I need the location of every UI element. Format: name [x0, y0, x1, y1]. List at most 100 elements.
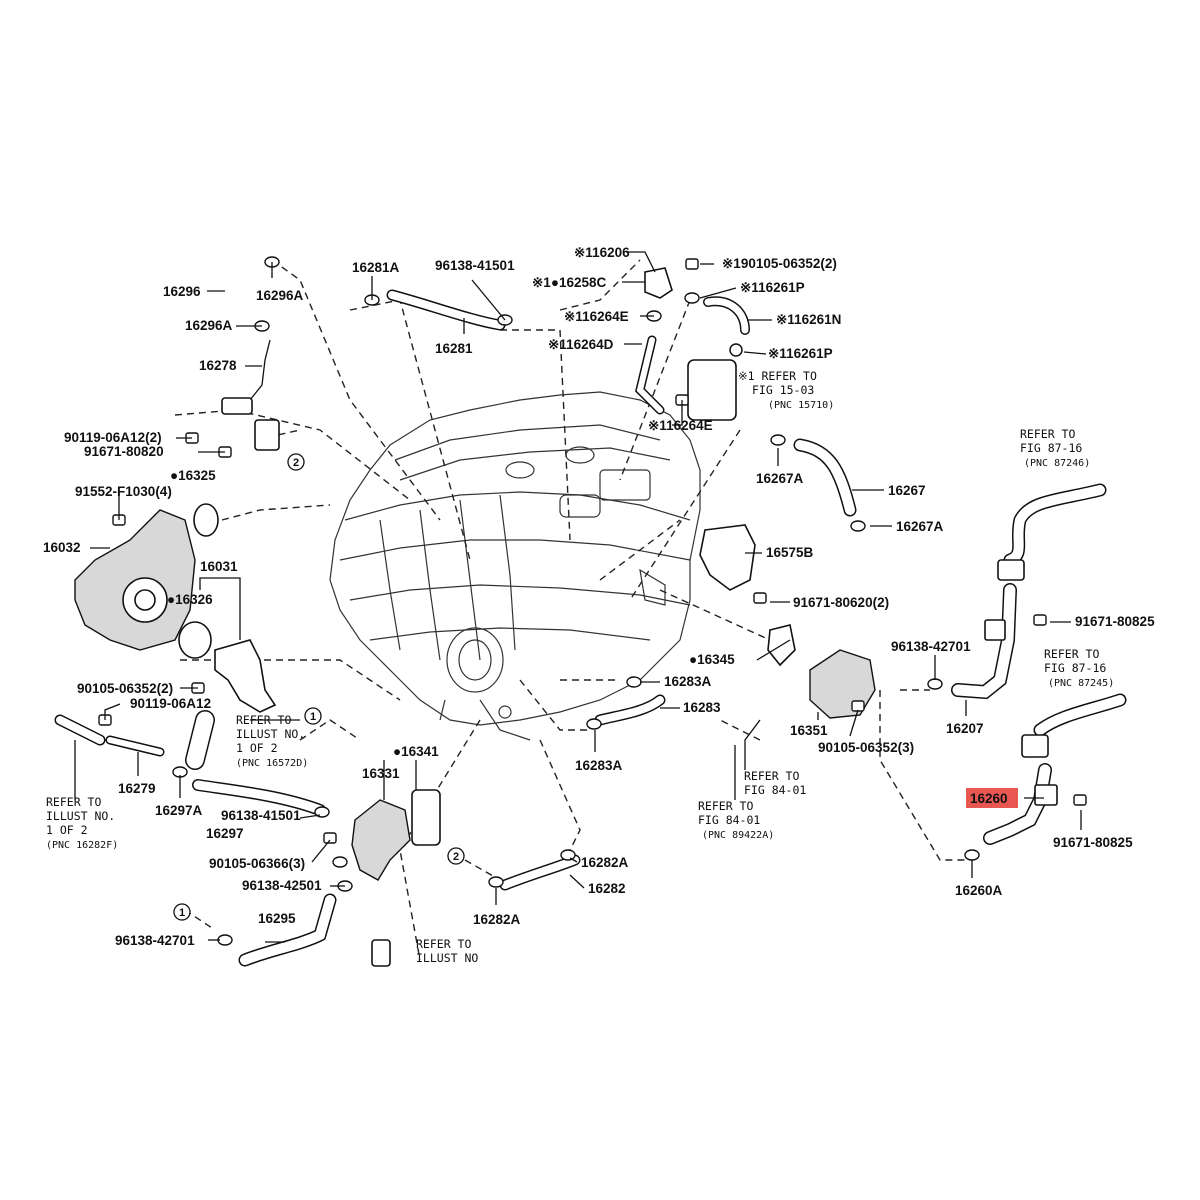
part-label-16267A-a: 16267A [756, 471, 804, 486]
part-label-16264D: ※116264D [548, 337, 614, 352]
part-label-190105-06352: ※190105-06352(2) [722, 256, 837, 271]
part-label-16206: ※116206 [574, 245, 630, 260]
part-label-91671-80820: 91671-80820 [84, 444, 164, 459]
part-label-16278: 16278 [199, 358, 237, 373]
fastener-19 [770, 434, 786, 446]
fastener-21 [753, 592, 767, 604]
circle-marker-1-b: 1 [173, 903, 191, 921]
part-label-16260A: 16260A [955, 883, 1003, 898]
part-label-16296: 16296 [163, 284, 201, 299]
part-label-90119-06A12: 90119-06A12 [130, 696, 211, 711]
part-label-91671-80825-b: 91671-80825 [1053, 835, 1133, 850]
part-label-16261P-b: ※116261P [768, 346, 833, 361]
part-label-96138-41501-b: 96138-41501 [435, 258, 515, 273]
refer-fig-15-03: ※1 REFER TO FIG 15-03 (PNC 15710) [738, 369, 834, 411]
part-label-96138-42501: 96138-42501 [242, 878, 322, 893]
part-label-96138-42701-a: 96138-42701 [115, 933, 195, 948]
fastener-24 [851, 700, 865, 712]
part-label-16283: 16283 [683, 700, 721, 715]
part-label-16282A-b: 16282A [473, 912, 521, 927]
fastener-22 [626, 676, 642, 688]
highlight-16260 [966, 788, 1018, 808]
fastener-9 [323, 832, 337, 844]
part-label-91671-80620: 91671-80620(2) [793, 595, 889, 610]
part-label-90119-06A12-2: 90119-06A12(2) [64, 430, 162, 445]
circle-marker-1-a: 1 [304, 707, 322, 725]
part-label-16264E-b: ※116264E [648, 418, 713, 433]
part-label-16281A: 16281A [352, 260, 400, 275]
svg-text:2: 2 [293, 457, 299, 469]
part-label-16261P-a: ※116261P [740, 280, 805, 295]
refer-fig-84-01-a: REFER TO FIG 84-01 [744, 769, 806, 797]
svg-text:1: 1 [179, 907, 185, 919]
part-label-16260: 16260 [970, 791, 1008, 806]
part-label-16283A-a: 16283A [664, 674, 712, 689]
fastener-31 [332, 856, 348, 868]
part-label-16345: ●16345 [689, 652, 735, 667]
engine-block [329, 391, 701, 741]
fastener-29 [560, 849, 576, 861]
part-label-16575B: 16575B [766, 545, 814, 560]
circle-markers: 2 1 2 1 [173, 453, 465, 921]
part-label-16351: 16351 [790, 723, 828, 738]
part-label-16261N: ※116261N [776, 312, 841, 327]
refer-fig-87-16-b: REFER TO FIG 87-16 (PNC 87245) [1044, 647, 1114, 689]
fastener-20 [850, 520, 866, 532]
part-label-90105-06352-2: 90105-06352(2) [77, 681, 173, 696]
refer-illust-bottom: REFER TO ILLUST NO [416, 937, 478, 965]
part-label-96138-41501-a: 96138-41501 [221, 808, 301, 823]
fastener-26 [1033, 614, 1047, 626]
fastener-28 [964, 849, 980, 861]
part-label-16296A-mid: 16296A [185, 318, 233, 333]
part-label-16282: 16282 [588, 881, 626, 896]
part-label-16207: 16207 [946, 721, 984, 736]
circle-marker-2-b: 2 [447, 847, 465, 865]
part-label-16031: 16031 [200, 559, 238, 574]
part-label-16264E-a: ※116264E [564, 309, 629, 324]
circle-marker-2-a: 2 [287, 453, 305, 471]
part-label-16281: 16281 [435, 341, 473, 356]
part-label-90105-06352-3: 90105-06352(3) [818, 740, 914, 755]
fastener-23 [586, 718, 602, 730]
refer-illust-1of2-b: REFER TO ILLUST NO. 1 OF 2 (PNC 16282F) [46, 795, 122, 851]
fastener-25 [927, 678, 943, 690]
part-label-16297: 16297 [206, 826, 244, 841]
part-label-91671-80825-a: 91671-80825 [1075, 614, 1155, 629]
svg-text:2: 2 [453, 851, 459, 863]
refer-illust-1of2-a: REFER TO ILLUST NO. 1 OF 2 (PNC 16572D) [236, 713, 312, 769]
refer-notes: ※1 REFER TO FIG 15-03 (PNC 15710) REFER … [46, 369, 1114, 965]
part-label-96138-42701-b: 96138-42701 [891, 639, 971, 654]
part-label-16258C: ※1●16258C [532, 275, 607, 290]
fastener-27 [1073, 794, 1087, 806]
fastener-17 [684, 292, 700, 304]
fastener-18 [729, 343, 743, 357]
part-label-16032: 16032 [43, 540, 81, 555]
part-label-16296A-top: 16296A [256, 288, 304, 303]
part-label-16331: 16331 [362, 766, 400, 781]
refer-fig-87-16-a: REFER TO FIG 87-16 (PNC 87246) [1020, 427, 1090, 469]
fasteners [98, 256, 1087, 946]
part-label-91552-F1030: 91552-F1030(4) [75, 484, 172, 499]
part-label-16267: 16267 [888, 483, 926, 498]
part-label-16325: ●16325 [170, 468, 216, 483]
fastener-30 [488, 876, 504, 888]
part-label-16279: 16279 [118, 781, 156, 796]
part-label-16341: ●16341 [393, 744, 439, 759]
part-label-16295: 16295 [258, 911, 296, 926]
leader-lines [90, 251, 1082, 943]
part-label-90105-06366-3: 90105-06366(3) [209, 856, 305, 871]
refer-leaders [74, 719, 761, 800]
fastener-16 [685, 258, 699, 270]
refer-fig-84-01-b: REFER TO FIG 84-01 (PNC 89422A) [698, 799, 774, 841]
fastener-11 [217, 934, 233, 946]
part-label-16326: ●16326 [167, 592, 213, 607]
fastener-8 [314, 806, 330, 818]
part-label-16283A-b: 16283A [575, 758, 623, 773]
part-label-16267A-b: 16267A [896, 519, 944, 534]
part-label-16282A-a: 16282A [581, 855, 629, 870]
part-label-16297A: 16297A [155, 803, 203, 818]
svg-text:1: 1 [310, 711, 316, 723]
